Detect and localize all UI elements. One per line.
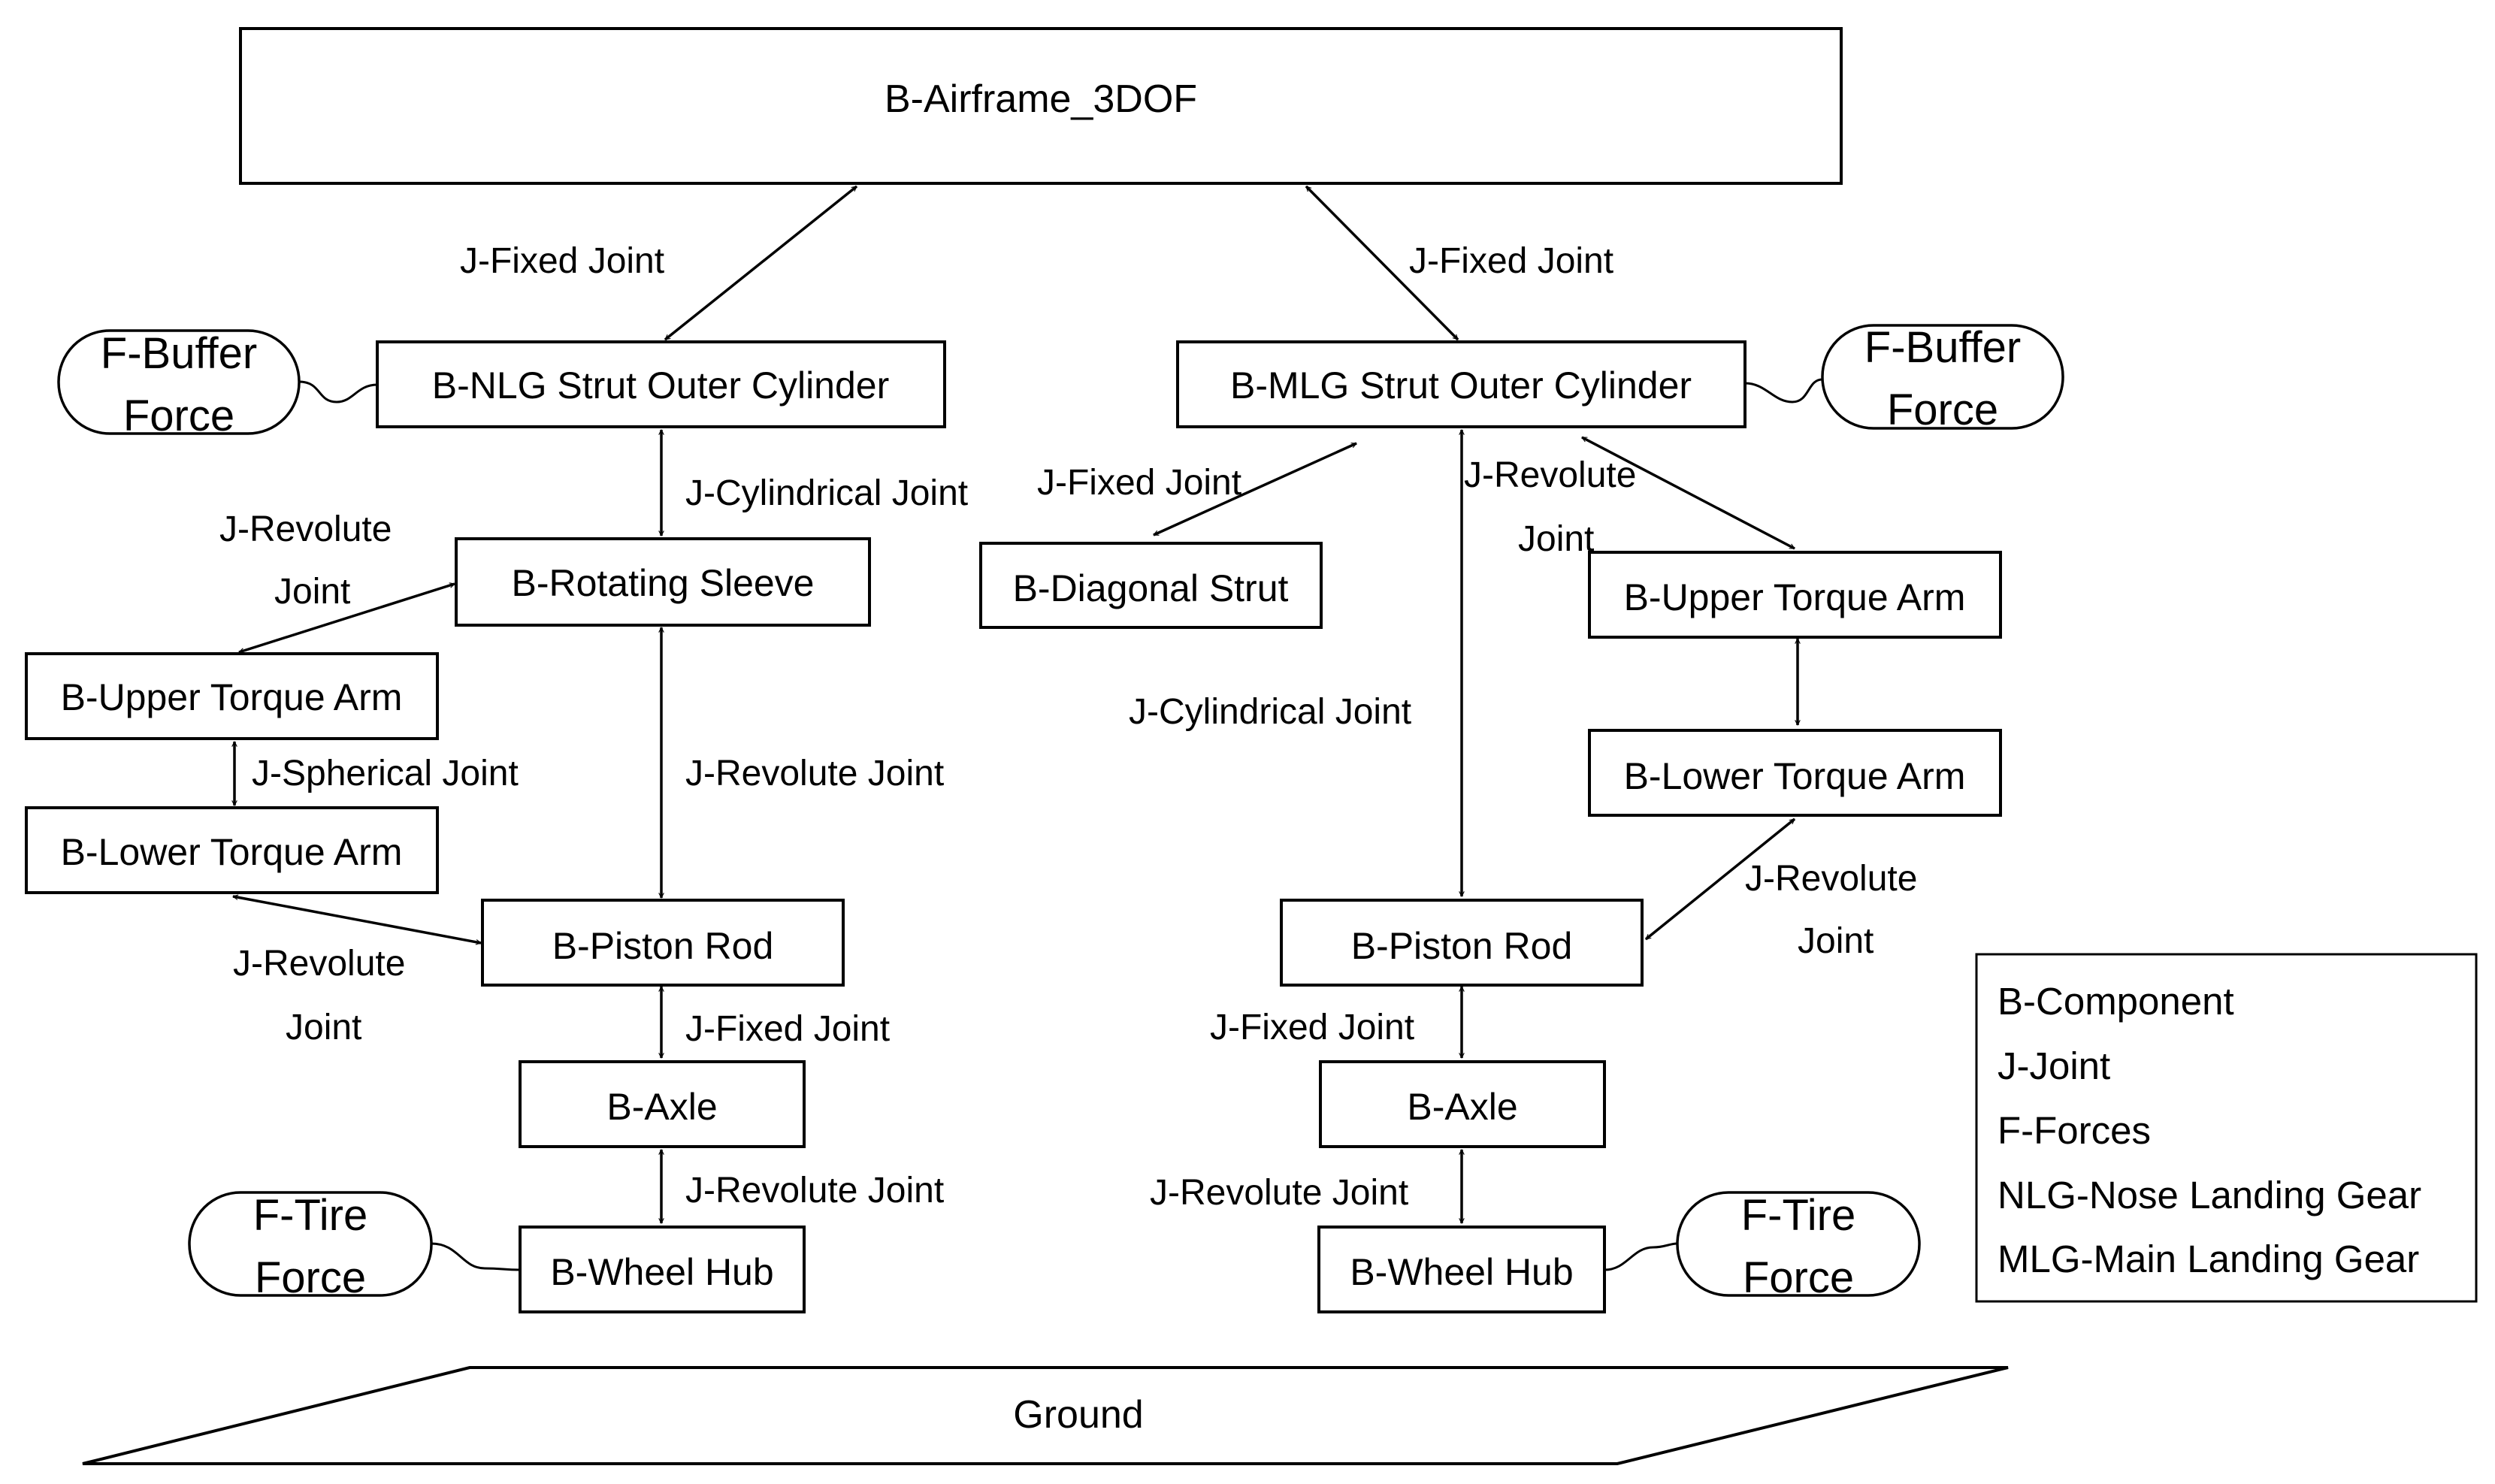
nlg-tire-force-line2: Force [255,1253,366,1302]
conn-mlg-outer-upper-arm [1582,436,1795,550]
legend-item-mlg: MLG-Main Landing Gear [1998,1238,2419,1280]
mlg-diagonal-strut-box: B-Diagonal Strut [979,542,1323,629]
mlg-wheel-hub-box: B-Wheel Hub [1317,1226,1606,1313]
nlg-outer-cylinder-box: B-NLG Strut Outer Cylinder [376,340,946,428]
conn-mlg-outer-diagonal [1154,442,1356,536]
nlg-lower-torque-arm-box: B-Lower Torque Arm [25,806,439,894]
mlg-tire-force-link [1604,1242,1678,1271]
airframe-box: B-Airframe_3DOF [239,27,1843,185]
mlg-axle-label: B-Axle [1407,1086,1517,1128]
mlg-diagonal-fixed-joint-label: J-Fixed Joint [1037,463,1241,503]
conn-mlg-lower-arm-piston [1644,818,1796,941]
nlg-buffer-force: F-Buffer Force [57,329,378,440]
mlg-axle-hub-revolute-label: J-Revolute Joint [1150,1173,1408,1213]
ground-label: Ground [1013,1393,1143,1437]
mlg-buffer-force-line2: Force [1887,385,1998,434]
mlg-tire-force: F-Tire Force [1604,1191,1921,1302]
nlg-axle-hub-revolute-label: J-Revolute Joint [685,1171,944,1210]
nlg-tire-force-line1: F-Tire [253,1191,367,1240]
nlg-lower-piston-revolute-label-1: J-Revolute [233,944,405,984]
nlg-piston-rod-box: B-Piston Rod [481,899,845,987]
legend: B-Component J-Joint F-Forces NLG-Nose La… [1975,953,2478,1303]
joint-connectors [233,185,1798,1223]
mlg-upper-torque-arm-label: B-Upper Torque Arm [1624,576,1966,618]
nlg-piston-rod-label: B-Piston Rod [552,925,774,967]
mlg-tire-force-line1: F-Tire [1741,1191,1855,1240]
mlg-piston-rod-label: B-Piston Rod [1351,925,1573,967]
conn-airframe-mlg [1305,185,1459,341]
nlg-airframe-fixed-joint-label: J-Fixed Joint [460,241,664,281]
nlg-tire-force: F-Tire Force [188,1191,521,1302]
mlg-upper-revolute-label-1: J-Revolute [1464,455,1636,495]
mlg-outer-cylinder-box: B-MLG Strut Outer Cylinder [1176,340,1746,428]
nlg-upper-torque-arm-label: B-Upper Torque Arm [61,676,403,718]
nlg-tire-force-link [431,1242,521,1271]
nlg-buffer-force-line1: F-Buffer [101,329,257,378]
mlg-diagonal-strut-label: B-Diagonal Strut [1013,567,1289,609]
mlg-upper-torque-arm-box: B-Upper Torque Arm [1588,551,2002,639]
conn-sleeve-upper-arm [239,584,455,652]
nlg-axle-label: B-Axle [606,1086,717,1128]
mlg-tire-force-line2: Force [1743,1253,1854,1302]
nlg-upper-torque-arm-box: B-Upper Torque Arm [25,652,439,740]
conn-airframe-nlg [664,185,858,341]
nlg-sleeve-upper-revolute-label-1: J-Revolute [219,509,392,549]
airframe-label: B-Airframe_3DOF [885,77,1197,121]
conn-nlg-lower-arm-piston [233,896,481,943]
nlg-sleeve-upper-revolute-label-2: Joint [274,572,350,612]
nlg-buffer-force-line2: Force [123,391,234,440]
nlg-joint-labels: J-Fixed Joint J-Cylindrical Joint J-Revo… [219,241,968,1210]
mlg-lower-torque-arm-box: B-Lower Torque Arm [1588,729,2002,817]
mlg-buffer-force-link [1744,378,1823,403]
mlg-airframe-fixed-joint-label: J-Fixed Joint [1409,241,1613,281]
nlg-lower-torque-arm-label: B-Lower Torque Arm [61,831,403,873]
mlg-piston-axle-fixed-label: J-Fixed Joint [1210,1008,1414,1047]
legend-item-nlg: NLG-Nose Landing Gear [1998,1174,2421,1217]
mlg-piston-rod-box: B-Piston Rod [1280,899,1644,987]
nlg-piston-axle-fixed-label: J-Fixed Joint [685,1009,890,1049]
mlg-cylindrical-joint-label: J-Cylindrical Joint [1129,692,1411,732]
nlg-wheel-hub-label: B-Wheel Hub [550,1251,773,1293]
nlg-sleeve-piston-revolute-label: J-Revolute Joint [685,754,944,793]
nlg-axle-box: B-Axle [519,1060,806,1148]
mlg-buffer-force-line1: F-Buffer [1864,323,2021,372]
mlg-joint-labels: J-Fixed Joint J-Fixed Joint J-Revolute J… [1037,241,1917,1213]
nlg-spherical-joint-label: J-Spherical Joint [252,754,519,793]
nlg-rotating-sleeve-box: B-Rotating Sleeve [455,537,871,627]
mlg-lower-torque-arm-label: B-Lower Torque Arm [1624,755,1966,797]
nlg-wheel-hub-box: B-Wheel Hub [519,1226,806,1313]
legend-item-component: B-Component [1998,980,2234,1023]
legend-item-joint: J-Joint [1998,1044,2110,1087]
ground-plane: Ground [82,1366,2009,1465]
mlg-upper-revolute-label-2: Joint [1518,519,1594,559]
mlg-buffer-force: F-Buffer Force [1744,323,2064,434]
mlg-outer-cylinder-label: B-MLG Strut Outer Cylinder [1230,364,1692,407]
nlg-buffer-force-link [298,380,378,403]
nlg-rotating-sleeve-label: B-Rotating Sleeve [511,562,814,604]
legend-item-forces: F-Forces [1998,1109,2151,1152]
mlg-axle-box: B-Axle [1319,1060,1606,1148]
nlg-cylindrical-joint-label: J-Cylindrical Joint [685,473,968,513]
mlg-lower-piston-revolute-label-2: Joint [1798,921,1874,961]
mlg-lower-piston-revolute-label-1: J-Revolute [1745,859,1917,899]
nlg-lower-piston-revolute-label-2: Joint [286,1008,361,1047]
nlg-outer-cylinder-label: B-NLG Strut Outer Cylinder [432,364,890,407]
mlg-wheel-hub-label: B-Wheel Hub [1350,1251,1573,1293]
